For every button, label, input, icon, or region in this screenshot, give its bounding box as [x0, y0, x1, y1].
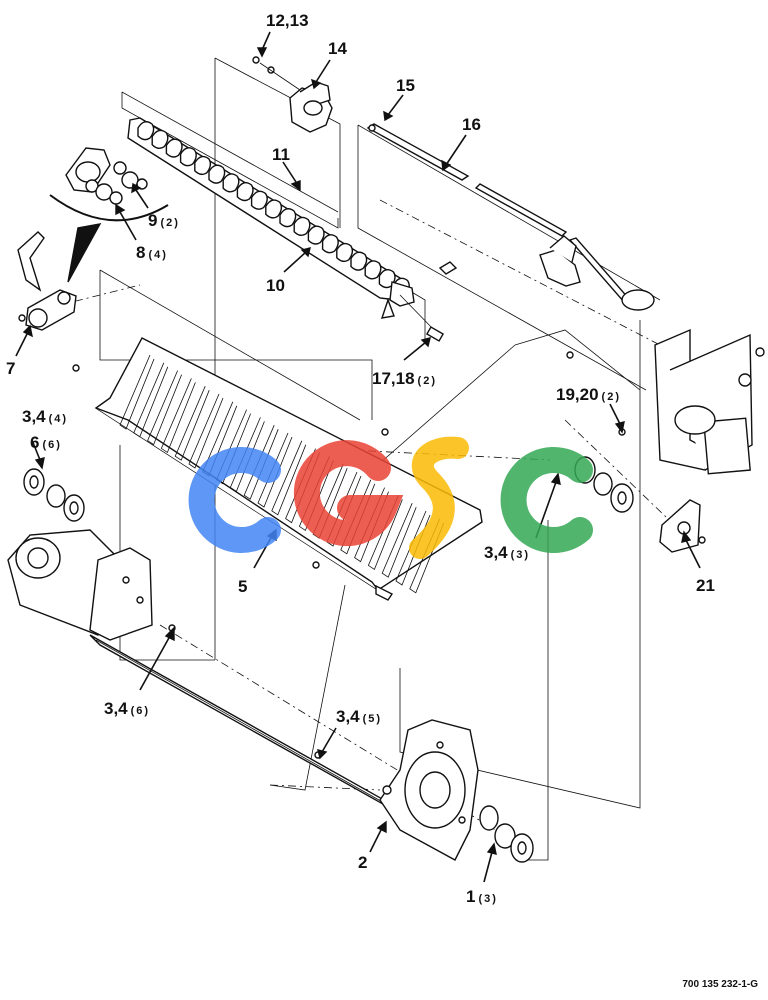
pan-slot — [271, 440, 307, 516]
part-15-16-shaft — [366, 123, 655, 311]
pan-slot — [188, 393, 224, 469]
leader-arrows — [15, 31, 701, 883]
callout-9: 9(2) — [148, 211, 180, 230]
reference-frames — [99, 57, 661, 861]
pan-slot — [119, 354, 155, 430]
auger-flight — [350, 251, 368, 271]
callout-3-4-b: 3,4(3) — [484, 543, 530, 562]
callout-19-20: 19,20(2) — [556, 385, 621, 404]
watermark-letter-s — [409, 436, 469, 559]
callout-17-18: 17,18(2) — [372, 369, 437, 388]
auger-flight — [250, 190, 268, 210]
callout-7: 7 — [6, 359, 15, 378]
part-2-end-housing — [379, 719, 479, 861]
pan-slot — [381, 503, 417, 578]
auger-flight — [194, 155, 212, 176]
auger-flight — [179, 147, 197, 167]
callout-3-4-d: 3,4(5) — [336, 707, 382, 726]
watermark-letter-c2 — [500, 447, 593, 553]
callout-1: 1(3) — [466, 887, 498, 906]
callout-8: 8(4) — [136, 243, 168, 262]
part-1-bearing-stack — [479, 805, 534, 863]
part-19-21-right-hardware — [574, 328, 765, 553]
pan-slot — [174, 386, 210, 461]
auger-flight — [208, 164, 226, 184]
callout-10: 10 — [266, 276, 285, 295]
watermark — [188, 436, 593, 559]
part-7-idler-plate — [17, 231, 77, 331]
callout-2: 2 — [358, 853, 367, 872]
auger-flight — [151, 129, 169, 149]
auger-flight — [279, 208, 297, 228]
auger-flight — [378, 268, 396, 289]
watermark-letter-c — [188, 447, 281, 553]
pan-slot — [133, 362, 169, 438]
pan-slot — [147, 370, 182, 446]
callout-12-13: 12,13 — [266, 11, 309, 30]
part-17-18-bolt — [425, 326, 445, 342]
auger-flight — [321, 234, 339, 254]
callout-3-4-c: 3,4(6) — [104, 699, 150, 718]
auger-flight — [293, 216, 311, 236]
part-10-11-auger — [127, 117, 437, 333]
left-housing-and-tube — [7, 529, 391, 809]
watermark-letter-g — [293, 440, 404, 547]
auger-flight — [137, 121, 155, 141]
callout-6: 6(6) — [30, 433, 62, 452]
part-12-13-hardware — [252, 56, 301, 91]
part-14-clamp — [289, 81, 333, 133]
document-number: 700 135 232-1-G — [682, 979, 758, 990]
callout-3-4-a: 3,4(4) — [22, 407, 68, 426]
auger-flight — [307, 225, 325, 245]
pan-slot — [160, 378, 196, 454]
auger-flight — [222, 173, 240, 193]
auger-flight — [165, 138, 183, 158]
part-8-9-bearing-stack — [49, 147, 169, 283]
callout-21: 21 — [696, 576, 715, 595]
callout-15: 15 — [396, 76, 415, 95]
auger-flight — [336, 242, 354, 263]
callout-labels: 12,13 14 15 16 11 9(2) 8(4) 10 7 17,18(2… — [6, 11, 715, 906]
callout-11: 11 — [272, 145, 290, 164]
part-6-bearing-left — [23, 468, 85, 522]
auger-flight — [265, 199, 283, 219]
callout-16: 16 — [462, 115, 481, 134]
auger-flight — [236, 181, 254, 202]
callout-5: 5 — [238, 577, 247, 596]
callout-14: 14 — [328, 39, 347, 58]
auger-flight — [364, 260, 382, 280]
